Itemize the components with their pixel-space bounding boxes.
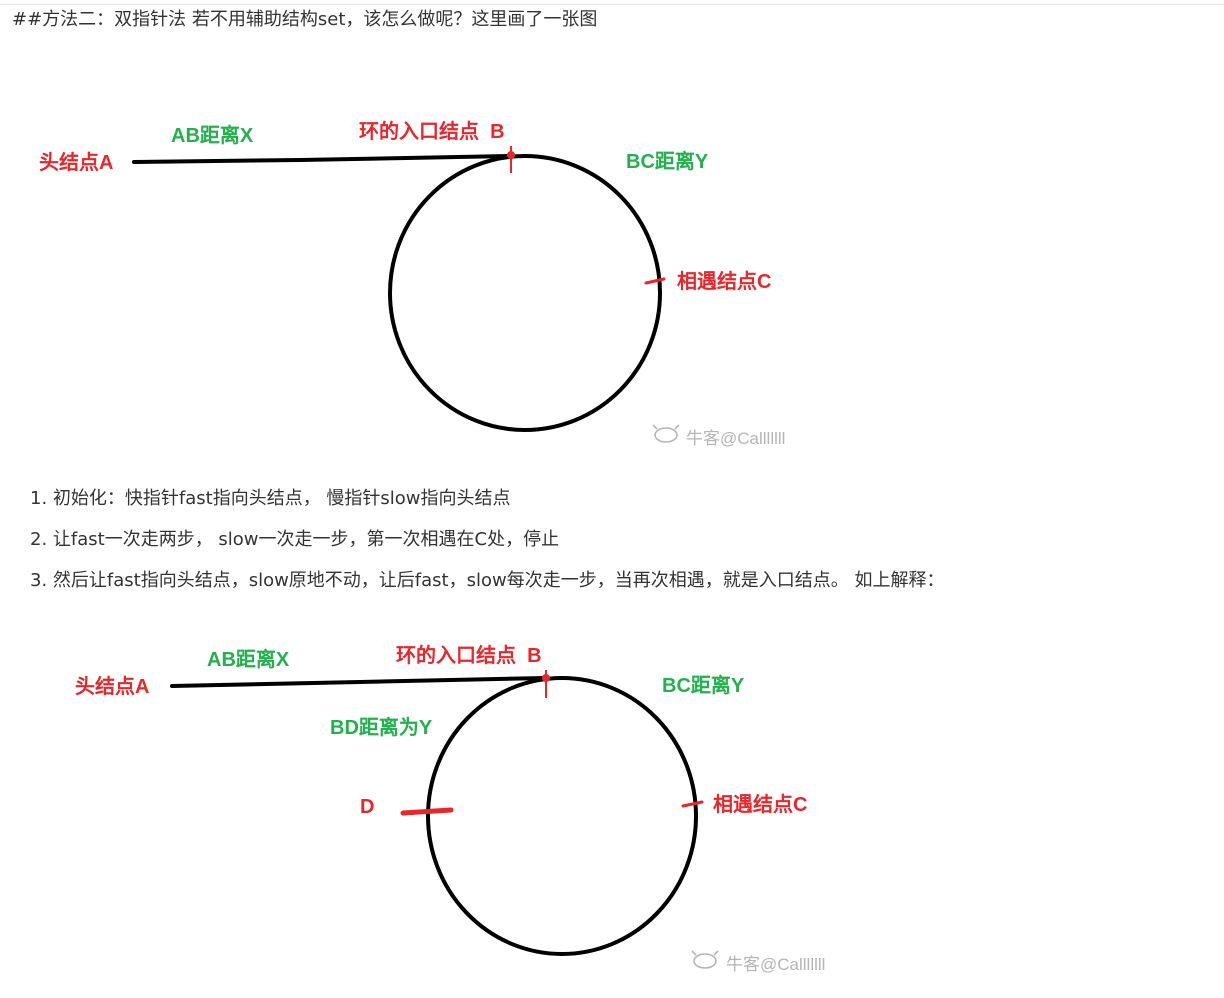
d-node-label: D: [360, 796, 374, 818]
meet-node-tick: [644, 277, 666, 285]
ab-distance-label: AB距离X: [171, 123, 254, 147]
bc-distance-label: BC距离Y: [662, 673, 745, 697]
bc-distance-label: BC距离Y: [626, 149, 709, 173]
figure-2: 头结点A AB距离X 环的入口结点 B BC距离Y BD距离为Y D 相遇结点C…: [0, 615, 1224, 985]
top-divider: [0, 4, 1224, 5]
list-line-ab: [132, 154, 512, 164]
ab-distance-label: AB距离X: [207, 647, 290, 671]
cycle-ring: [388, 154, 662, 432]
head-node-label: 头结点A: [75, 674, 149, 698]
head-node-label: 头结点A: [39, 150, 113, 174]
figure-2-diagram: 头结点A AB距离X 环的入口结点 B BC距离Y BD距离为Y D 相遇结点C…: [75, 643, 825, 974]
watermark-logo-icon: [691, 950, 719, 969]
watermark-text: 牛客@Calllllll: [686, 429, 785, 448]
page-heading: ##方法二：双指针法 若不用辅助结构set，该怎么做呢？这里画了一张图: [12, 9, 598, 30]
meet-node-label: 相遇结点C: [677, 269, 771, 293]
list-item: 3. 然后让fast指向头结点，slow原地不动，让后fast，slow每次走一…: [30, 570, 945, 591]
list-line-ab: [170, 676, 547, 688]
watermark-text: 牛客@Calllllll: [726, 955, 825, 974]
cycle-ring: [426, 676, 698, 956]
meet-node-tick: [681, 800, 704, 808]
d-node-tick: [400, 807, 454, 816]
meet-node-label: 相遇结点C: [713, 792, 807, 816]
watermark-logo-icon: [652, 424, 680, 443]
list-item: 1. 初始化：快指针fast指向头结点， 慢指针slow指向头结点: [30, 488, 511, 509]
entry-node-label: 环的入口结点 B: [396, 643, 542, 667]
list-item: 2. 让fast一次走两步， slow一次走一步，第一次相遇在C处，停止: [30, 529, 560, 550]
entry-node-label: 环的入口结点 B: [359, 119, 505, 143]
figure-1: 头结点A AB距离X 环的入口结点 B BC距离Y 相遇结点C 牛客@Calll…: [0, 90, 1224, 450]
steps-list: 1. 初始化：快指针fast指向头结点， 慢指针slow指向头结点 2. 让fa…: [30, 488, 944, 611]
bd-distance-label: BD距离为Y: [330, 715, 433, 739]
figure-1-diagram: 头结点A AB距离X 环的入口结点 B BC距离Y 相遇结点C 牛客@Calll…: [39, 119, 785, 448]
